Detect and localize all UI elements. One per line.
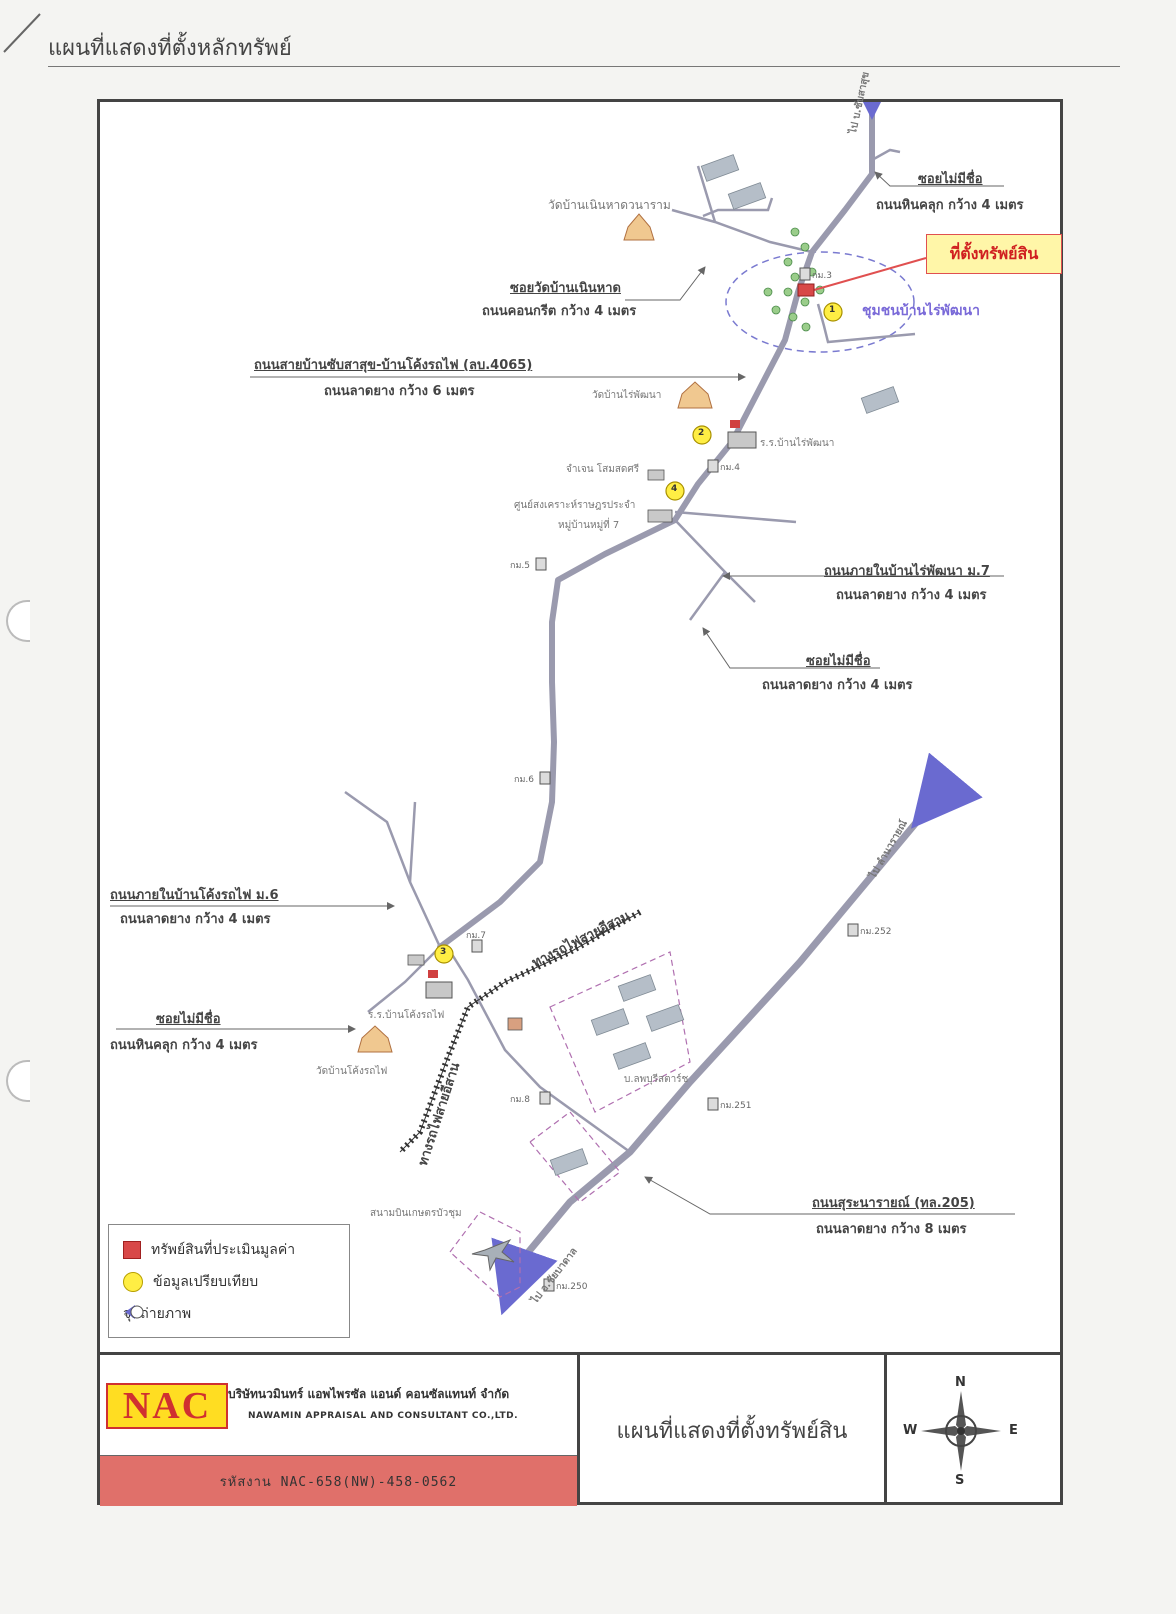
road-village-m6-surface: ถนนลาดยาง กว้าง 4 เมตร — [120, 912, 271, 927]
nac-logo: NAC — [106, 1383, 228, 1429]
road-soi-wat-name: ซอยวัดบ้านเนินหาด — [510, 281, 621, 296]
km-label-251: กม.251 — [720, 1101, 752, 1111]
road-village-m7 — [674, 519, 756, 603]
map-graphic — [110, 102, 1015, 1316]
road-village-m6 — [344, 790, 442, 948]
company-lopburi-compound — [549, 951, 691, 1113]
legend-comparable-label: ข้อมูลเปรียบเทียบ — [153, 1274, 259, 1290]
punch-hole — [6, 1060, 30, 1102]
comparable-4: 4 — [671, 484, 678, 494]
road-soi-nameless-ne — [871, 148, 901, 162]
airplane-icon — [471, 1238, 515, 1272]
road-village-m7-surface: ถนนลาดยาง กว้าง 4 เมตร — [836, 588, 987, 603]
title-divider — [48, 66, 1120, 67]
road-soi-nameless-mid-name: ซอยไม่มีชื่อ — [806, 654, 871, 669]
road-main-name: ถนนสายบ้านซับสาสุข-บ้านโค้งรถไฟ (ลบ.4065… — [254, 358, 533, 373]
property-swatch — [123, 1241, 141, 1259]
punch-hole — [6, 600, 30, 642]
callout-pointer — [813, 257, 927, 291]
km-label-5: กม.5 — [510, 561, 530, 571]
main-road-lb4065 — [437, 102, 902, 950]
property-callout: ที่ตั้งทรัพย์สิน — [926, 234, 1062, 274]
map-canvas: ซอยไม่มีชื่อ ถนนหินคลุก กว้าง 4 เมตร ซอย… — [100, 71, 1062, 1352]
road-soi-nameless-sw-surface: ถนนหินคลุก กว้าง 4 เมตร — [110, 1038, 258, 1053]
km-label-8: กม.8 — [510, 1095, 530, 1105]
road-soi-nameless-sw — [367, 946, 441, 1013]
road-village-m6-north — [408, 801, 417, 883]
km-label-6: กม.6 — [514, 775, 534, 785]
road-to-center — [674, 510, 797, 524]
job-code: รหัสงาน NAC-658(NW)-458-0562 — [100, 1455, 577, 1506]
place-school-rai-phatthana: ร.ร.บ้านไร่พัฒนา — [760, 438, 835, 449]
road-soi-nameless-ne-name: ซอยไม่มีชื่อ — [918, 172, 983, 187]
comparable-markers — [434, 302, 843, 964]
comparable-1: 1 — [829, 305, 836, 315]
place-school-khong-rotfai: ร.ร.บ้านโค้งรถไฟ — [368, 1010, 445, 1021]
compass-east: E — [1009, 1423, 1018, 1438]
place-company-lopburi: บ.ลพบุรีสตาร์ช — [624, 1074, 689, 1085]
compass-south: S — [955, 1473, 965, 1488]
place-shop: จำเจน โสมสดศรี — [566, 464, 640, 475]
road-soi-nameless-mid-surface: ถนนลาดยาง กว้าง 4 เมตร — [762, 678, 913, 693]
compass-north: N — [955, 1375, 966, 1390]
road-community-east — [816, 303, 916, 344]
compass-west: W — [903, 1423, 918, 1438]
place-wat-noen-hat: วัดบ้านเนินหาดวนาราม — [548, 198, 671, 212]
road-village-m6-name: ถนนภายในบ้านโค้งรถไฟ ม.6 — [110, 888, 279, 903]
community-label: ชุมชนบ้านไร่พัฒนา — [862, 303, 980, 319]
road-to-school — [446, 947, 631, 1154]
legend-property-label: ทรัพย์สินที่ประเมินมูลค่า — [151, 1242, 296, 1258]
road-highway-205-name: ถนนสุระนารายณ์ (ทล.205) — [812, 1196, 975, 1211]
legend-photo-point: จุดถ่ายภาพ — [123, 1303, 191, 1325]
buildings — [549, 154, 900, 1176]
compass-rose-icon — [921, 1391, 1001, 1471]
company-name-english: NAWAMIN APPRAISAL AND CONSULTANT CO.,LTD… — [248, 1411, 519, 1421]
school-icons — [425, 420, 757, 999]
km-label-4: กม.4 — [720, 463, 740, 473]
km-label-3: กม.3 — [812, 271, 832, 281]
km-label-250: กม.250 — [556, 1282, 588, 1292]
comparable-swatch — [123, 1272, 143, 1292]
place-community-center-line2: หมู่บ้านหมู่ที่ 7 — [558, 520, 620, 531]
road-village-m7-name: ถนนภายในบ้านไร่พัฒนา ม.7 — [824, 564, 990, 579]
road-soi-nameless-mid — [688, 571, 727, 621]
map-frame: ซอยไม่มีชื่อ ถนนหินคลุก กว้าง 4 เมตร ซอย… — [97, 71, 1063, 1506]
road-soi-wat-surface: ถนนคอนกรีต กว้าง 4 เมตร — [482, 304, 637, 319]
place-airfield: สนามบินเกษตรบัวชุม — [370, 1208, 462, 1219]
road-main-surface: ถนนลาดยาง กว้าง 6 เมตร — [324, 384, 475, 399]
comparable-3: 3 — [440, 947, 447, 957]
footer-map-title: แผนที่แสดงที่ตั้งทรัพย์สิน — [577, 1355, 887, 1505]
property-marker — [797, 283, 815, 297]
place-wat-khong-rotfai: วัดบ้านโค้งรถไฟ — [316, 1066, 388, 1077]
camera-point-icon — [125, 1305, 144, 1319]
km-post-icons — [471, 267, 859, 1292]
km-label-252: กม.252 — [860, 927, 892, 937]
legend-comparable: ข้อมูลเปรียบเทียบ — [123, 1271, 258, 1293]
road-soi-nameless-ne-surface: ถนนหินคลุก กว้าง 4 เมตร — [876, 198, 1024, 213]
road-wat-spur-2 — [702, 197, 774, 218]
road-soi-nameless-sw-name: ซอยไม่มีชื่อ — [156, 1012, 221, 1027]
page-title: แผนที่แสดงที่ตั้งหลักทรัพย์ — [48, 36, 292, 61]
legend-property: ทรัพย์สินที่ประเมินมูลค่า — [123, 1239, 295, 1261]
company-sapthip-compound — [529, 1111, 621, 1203]
temple-icons — [357, 213, 713, 1053]
compass-block: N S E W — [881, 1355, 1060, 1505]
pencil-mark — [3, 13, 41, 53]
community-trees — [763, 227, 825, 332]
comparable-2: 2 — [698, 428, 705, 438]
road-highway-205-surface: ถนนลาดยาง กว้าง 8 เมตร — [816, 1222, 967, 1237]
map-legend: ทรัพย์สินที่ประเมินมูลค่า ข้อมูลเปรียบเท… — [108, 1224, 350, 1338]
airfield-compound — [449, 1211, 521, 1298]
map-footer: NAC บริษัทนวมินทร์ แอพไพรซัล แอนด์ คอนซั… — [100, 1352, 1060, 1506]
community-boundary — [725, 251, 915, 353]
house-icons — [407, 469, 673, 1031]
road-soi-wat — [671, 208, 813, 254]
place-wat-rai-phatthana: วัดบ้านไร่พัฒนา — [592, 390, 662, 401]
company-block: NAC บริษัทนวมินทร์ แอพไพรซัล แอนด์ คอนซั… — [100, 1355, 577, 1455]
company-name-thai: บริษัทนวมินทร์ แอพไพรซัล แอนด์ คอนซัลแทน… — [228, 1387, 510, 1401]
place-community-center-line1: ศูนย์สงเคราะห์ราษฎรประจำ — [514, 500, 636, 511]
km-label-7: กม.7 — [466, 931, 486, 941]
